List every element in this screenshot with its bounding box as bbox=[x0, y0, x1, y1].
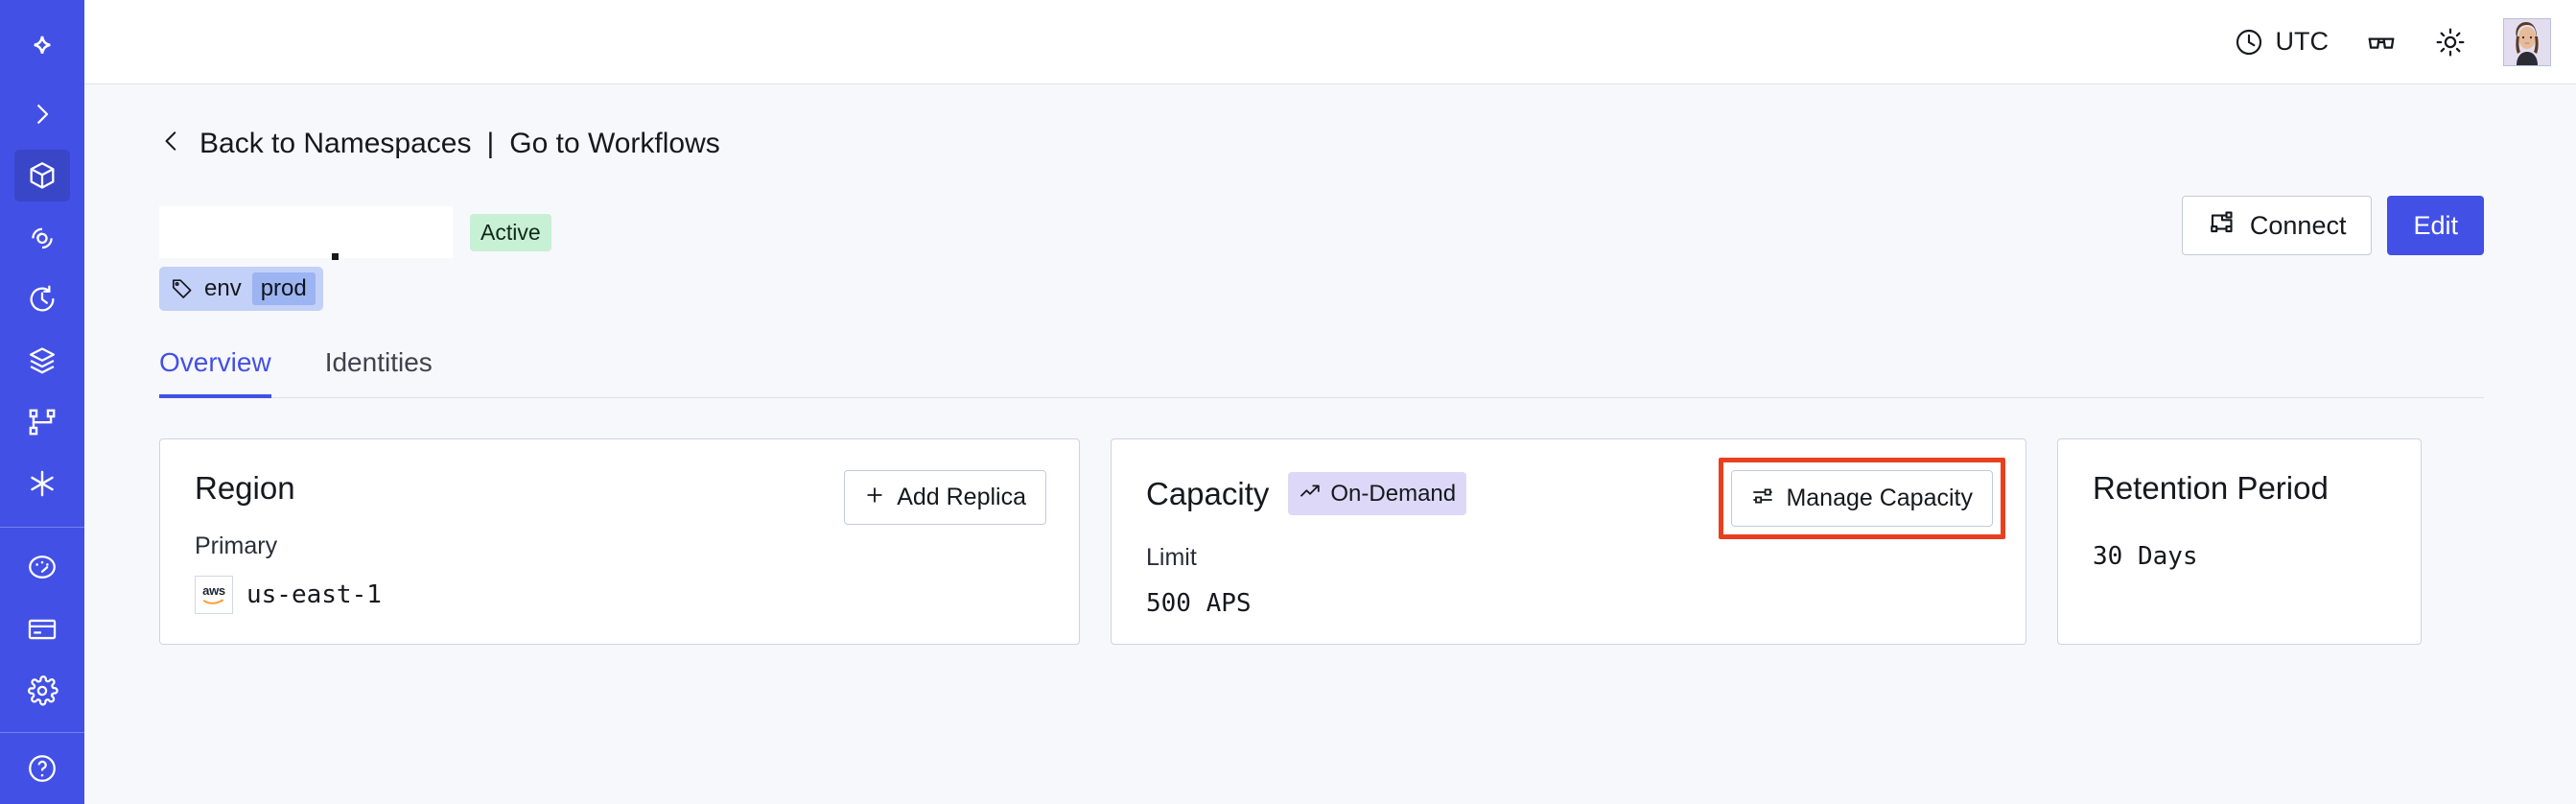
breadcrumb-workflows-link[interactable]: Go to Workflows bbox=[509, 128, 720, 159]
sidebar-item-usage[interactable] bbox=[14, 541, 70, 593]
overview-cards: Region Add Replica bbox=[159, 438, 2484, 645]
region-card-title: Region bbox=[195, 470, 295, 506]
main-area: UTC bbox=[84, 0, 2576, 804]
region-card-action: Add Replica bbox=[844, 470, 1046, 525]
edit-button-label: Edit bbox=[2413, 210, 2458, 240]
primary-sidebar bbox=[0, 0, 84, 804]
plus-icon bbox=[864, 485, 885, 510]
namespace-title-redacted bbox=[159, 206, 453, 258]
retention-card-head: Retention Period bbox=[2093, 472, 2388, 504]
tag-key: env bbox=[204, 275, 242, 301]
connect-button-label: Connect bbox=[2249, 210, 2347, 240]
region-card-head: Region bbox=[195, 472, 1046, 504]
sidebar-item-help[interactable] bbox=[14, 743, 70, 794]
sidebar-item-billing[interactable] bbox=[14, 603, 70, 655]
header-actions: Connect Edit bbox=[2181, 196, 2484, 255]
tab-identities[interactable]: Identities bbox=[324, 347, 433, 377]
on-demand-badge: On-Demand bbox=[1288, 472, 1467, 515]
manage-capacity-label: Manage Capacity bbox=[1786, 485, 1973, 511]
app-logo[interactable] bbox=[14, 17, 70, 73]
status-badge: Active bbox=[470, 213, 551, 251]
trending-up-icon bbox=[1299, 480, 1322, 508]
sidebar-divider-2 bbox=[0, 731, 84, 733]
manage-capacity-button[interactable]: Manage Capacity bbox=[1731, 470, 1993, 527]
page-content: Back to Namespaces | Go to Workflows Act… bbox=[84, 84, 2576, 804]
region-card: Region Add Replica bbox=[159, 438, 1080, 645]
user-avatar[interactable] bbox=[2503, 17, 2551, 66]
aws-logo-text: aws bbox=[202, 583, 225, 598]
top-bar-actions: UTC bbox=[2234, 17, 2551, 66]
namespace-tag[interactable]: env prod bbox=[159, 267, 323, 311]
breadcrumb-back-link[interactable]: Back to Namespaces bbox=[199, 128, 472, 159]
tag-icon bbox=[171, 277, 194, 300]
tag-value: prod bbox=[251, 272, 316, 305]
add-replica-label: Add Replica bbox=[897, 484, 1026, 510]
capacity-card-action: Manage Capacity bbox=[1719, 458, 2005, 539]
top-bar: UTC bbox=[84, 0, 2576, 84]
sidebar-item-namespaces[interactable] bbox=[14, 150, 70, 202]
capacity-card-title: Capacity bbox=[1146, 476, 1270, 511]
capacity-limit-label: Limit bbox=[1146, 544, 1197, 571]
sidebar-divider-1 bbox=[0, 527, 84, 529]
retention-card: Retention Period 30 Days bbox=[2057, 438, 2422, 645]
chevron-left-icon[interactable] bbox=[159, 127, 184, 161]
sidebar-item-nexus[interactable] bbox=[14, 458, 70, 509]
capacity-card-head: Capacity On-Demand bbox=[1146, 472, 1993, 515]
region-name: us-east-1 bbox=[246, 580, 382, 609]
sidebar-item-observability[interactable] bbox=[14, 211, 70, 263]
breadcrumb: Back to Namespaces | Go to Workflows bbox=[159, 127, 2484, 161]
region-primary-label: Primary bbox=[195, 532, 278, 559]
sun-icon[interactable] bbox=[2434, 26, 2467, 59]
breadcrumb-separator: | bbox=[486, 128, 495, 159]
region-primary-value: aws us-east-1 bbox=[195, 576, 1046, 614]
sidebar-item-workflows[interactable] bbox=[14, 396, 70, 448]
edit-button[interactable]: Edit bbox=[2387, 196, 2484, 255]
retention-value: 30 Days bbox=[2093, 542, 2198, 571]
timezone-selector[interactable]: UTC bbox=[2234, 27, 2330, 58]
sidebar-expand-toggle[interactable] bbox=[14, 88, 70, 140]
tags-row: env prod bbox=[159, 267, 2484, 311]
namespace-title-row: Active Co bbox=[159, 196, 2484, 261]
retention-card-title: Retention Period bbox=[2093, 470, 2329, 506]
clock-icon bbox=[2234, 27, 2264, 58]
capacity-limit-value: 500 APS bbox=[1146, 589, 1252, 618]
on-demand-label: On-Demand bbox=[1330, 480, 1457, 507]
sidebar-item-settings[interactable] bbox=[14, 665, 70, 717]
add-replica-button[interactable]: Add Replica bbox=[844, 470, 1046, 525]
timezone-label: UTC bbox=[2275, 27, 2330, 56]
tab-overview[interactable]: Overview bbox=[159, 349, 271, 398]
connect-nodes-icon bbox=[2208, 209, 2236, 243]
sidebar-item-schedules[interactable] bbox=[14, 273, 70, 325]
sliders-icon bbox=[1751, 485, 1774, 512]
tab-bar: Overview Identities bbox=[159, 349, 2484, 398]
capacity-card: Capacity On-Demand bbox=[1111, 438, 2026, 645]
title-residual-dot bbox=[332, 253, 339, 260]
aws-logo-icon: aws bbox=[195, 576, 233, 614]
sidebar-item-batch[interactable] bbox=[14, 335, 70, 387]
glasses-icon[interactable] bbox=[2365, 26, 2398, 59]
connect-button[interactable]: Connect bbox=[2181, 196, 2373, 255]
